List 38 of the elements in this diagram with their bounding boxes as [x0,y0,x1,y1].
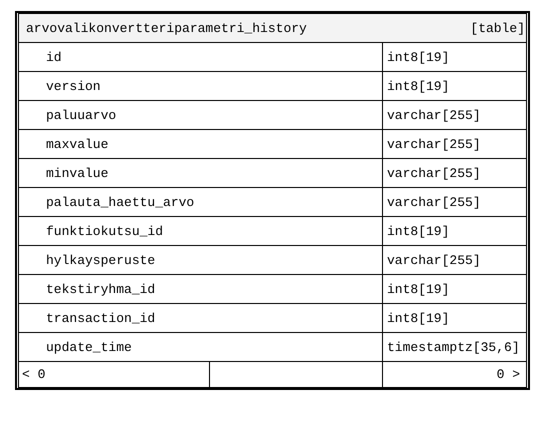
right-count: 0 > [496,367,520,382]
column-row [19,72,526,101]
column-row [19,246,526,275]
table-frame [15,11,530,390]
column-name: maxvalue [46,136,108,152]
column-name: version [46,78,101,94]
table-name: arvovalikonvertteriparametri_history [26,20,307,36]
column-row [19,217,526,246]
data-type: varchar[255] [387,166,481,180]
column-name: hylkaysperuste [46,252,156,268]
column-row [19,304,526,333]
data-type: varchar[255] [387,194,481,210]
data-type: int8[19] [387,310,450,326]
column-name: paluuarvo [46,108,116,122]
column-name: palauta_haettu_arvo [46,194,194,210]
data-type: int8[19] [387,78,450,94]
data-type: int8[19] [387,50,450,64]
left-count: < 0 [22,367,46,382]
column-row [19,333,526,362]
table-kind-label: [table] [470,20,525,36]
column-name: minvalue [46,166,108,180]
column-row [19,101,526,130]
column-row [19,159,526,188]
column-name: id [46,50,62,64]
column-name: tekstiryhma_id [46,282,156,296]
data-type: int8[19] [387,282,450,296]
data-type: int8[19] [387,224,450,238]
column-name: funktiokutsu_id [46,224,164,238]
column-row [19,130,526,159]
column-name: update_time [46,340,132,354]
column-row [19,43,526,72]
data-type: varchar[255] [387,108,481,122]
data-type: varchar[255] [387,136,481,152]
data-type: timestamptz[35,6] [387,340,520,354]
data-type: varchar[255] [387,252,481,268]
column-row [19,275,526,304]
column-name: transaction_id [46,310,156,326]
column-row [19,188,526,217]
